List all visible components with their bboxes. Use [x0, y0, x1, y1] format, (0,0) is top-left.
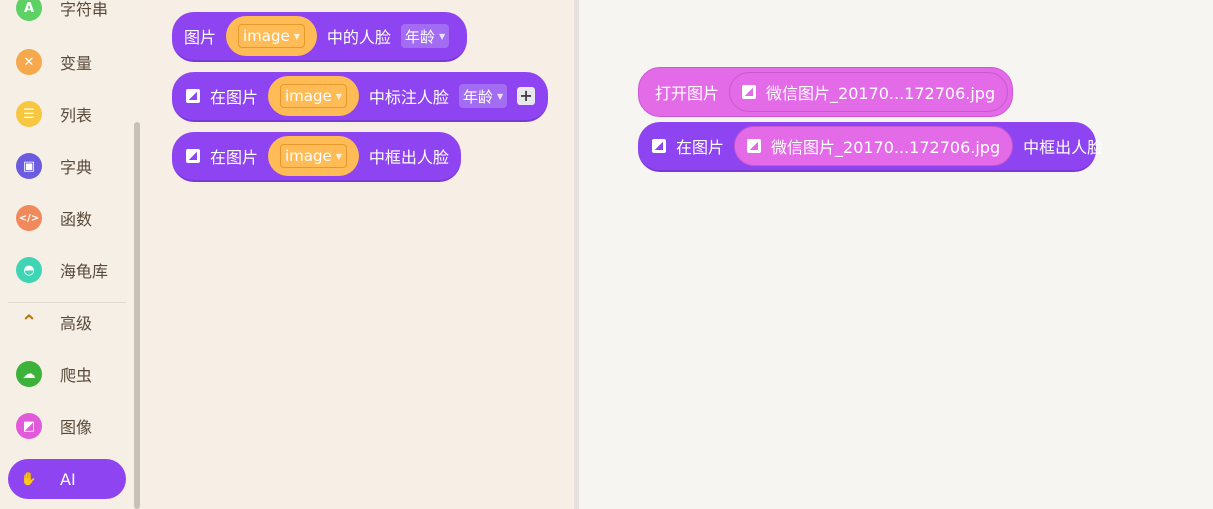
file-name[interactable]: 微信图片_20170...172706.jpg	[766, 84, 996, 103]
category-label: 高级	[60, 314, 93, 333]
category-function[interactable]: </> 函数	[8, 198, 126, 238]
add-attribute-button[interactable]: +	[517, 87, 536, 105]
block-text: 中框出人脸	[1023, 138, 1104, 157]
attribute-dropdown[interactable]: 年龄▼	[458, 84, 508, 108]
file-name[interactable]: 微信图片_20170...172706.jpg	[771, 138, 1001, 157]
block-text: 在图片	[210, 148, 259, 167]
file-slot[interactable]: 微信图片_20170...172706.jpg	[729, 72, 1009, 112]
image-icon	[186, 149, 200, 163]
dropdown-arrow-icon: ▼	[496, 91, 504, 101]
block-text: 中的人脸	[326, 28, 391, 47]
category-dictionary[interactable]: ▣ 字典	[8, 146, 126, 186]
category-label: 变量	[60, 54, 93, 73]
image-icon: ◩	[16, 413, 42, 439]
attribute-dropdown[interactable]: 年龄▼	[400, 24, 450, 48]
category-image[interactable]: ◩ 图像	[8, 406, 126, 446]
function-icon: </>	[16, 205, 42, 231]
block-text: 在图片	[676, 138, 725, 157]
list-icon: ☰	[16, 101, 42, 127]
label-faces-block[interactable]: 在图片 image▼ 中标注人脸 年龄▼ +	[172, 72, 548, 122]
category-label: 图像	[60, 418, 93, 437]
image-variable-dropdown[interactable]: image▼	[280, 84, 347, 108]
image-icon	[186, 89, 200, 103]
block-text: 打开图片	[655, 84, 720, 103]
image-icon	[742, 85, 757, 99]
category-string[interactable]: A 字符串	[8, 0, 126, 28]
category-label: 海龟库	[60, 262, 109, 281]
category-label: 列表	[60, 106, 93, 125]
block-text: 中框出人脸	[368, 148, 449, 167]
turtle-icon: ◓	[16, 257, 42, 283]
spider-icon: ☁	[16, 361, 42, 387]
image-variable-slot[interactable]: image▼	[268, 76, 359, 116]
category-ai[interactable]: ✋ AI	[8, 459, 126, 499]
block-text: 中标注人脸	[368, 88, 449, 107]
ai-brain-icon: ✋	[20, 471, 38, 487]
chevron-up-icon: ⌃	[20, 310, 38, 334]
image-variable-slot[interactable]: image▼	[268, 136, 359, 176]
category-label: 函数	[60, 210, 93, 229]
category-list[interactable]: ☰ 列表	[8, 94, 126, 134]
category-label: 字典	[60, 158, 93, 177]
category-sidebar: A 字符串 ✕ 变量 ☰ 列表 ▣ 字典 </> 函数 ◓ 海龟库 ⌃ 高级 ☁…	[0, 0, 141, 509]
variable-icon: ✕	[16, 49, 42, 75]
category-label: 爬虫	[60, 366, 93, 385]
dropdown-arrow-icon: ▼	[293, 31, 300, 41]
dropdown-arrow-icon: ▼	[335, 91, 342, 101]
image-variable-dropdown[interactable]: image▼	[280, 144, 347, 168]
category-advanced[interactable]: ⌃ 高级	[8, 302, 126, 342]
category-variable[interactable]: ✕ 变量	[8, 42, 126, 82]
string-icon: A	[16, 0, 42, 21]
category-label: AI	[60, 469, 76, 489]
open-image-block[interactable]: 打开图片 微信图片_20170...172706.jpg	[638, 67, 1013, 117]
dropdown-arrow-icon: ▼	[335, 151, 342, 161]
category-divider	[8, 302, 126, 303]
block-text: 在图片	[210, 88, 259, 107]
frame-faces-block[interactable]: 在图片 微信图片_20170...172706.jpg 中框出人脸	[638, 122, 1103, 172]
category-turtle[interactable]: ◓ 海龟库	[8, 250, 126, 290]
face-attribute-block[interactable]: 图片 image▼ 中的人脸 年龄▼	[172, 12, 467, 62]
category-spider[interactable]: ☁ 爬虫	[8, 354, 126, 394]
block-text: 图片	[184, 28, 217, 47]
sidebar-scrollbar[interactable]	[134, 122, 140, 509]
frame-faces-block[interactable]: 在图片 image▼ 中框出人脸	[172, 132, 461, 182]
open-image-slot[interactable]: 微信图片_20170...172706.jpg	[734, 126, 1014, 166]
category-label: 字符串	[60, 0, 109, 19]
dropdown-arrow-icon: ▼	[438, 31, 446, 41]
image-variable-slot[interactable]: image▼	[226, 16, 317, 56]
flyout-divider	[574, 0, 579, 509]
image-icon	[747, 139, 762, 153]
dictionary-icon: ▣	[16, 153, 42, 179]
image-variable-dropdown[interactable]: image▼	[238, 24, 305, 48]
image-icon	[652, 139, 666, 153]
